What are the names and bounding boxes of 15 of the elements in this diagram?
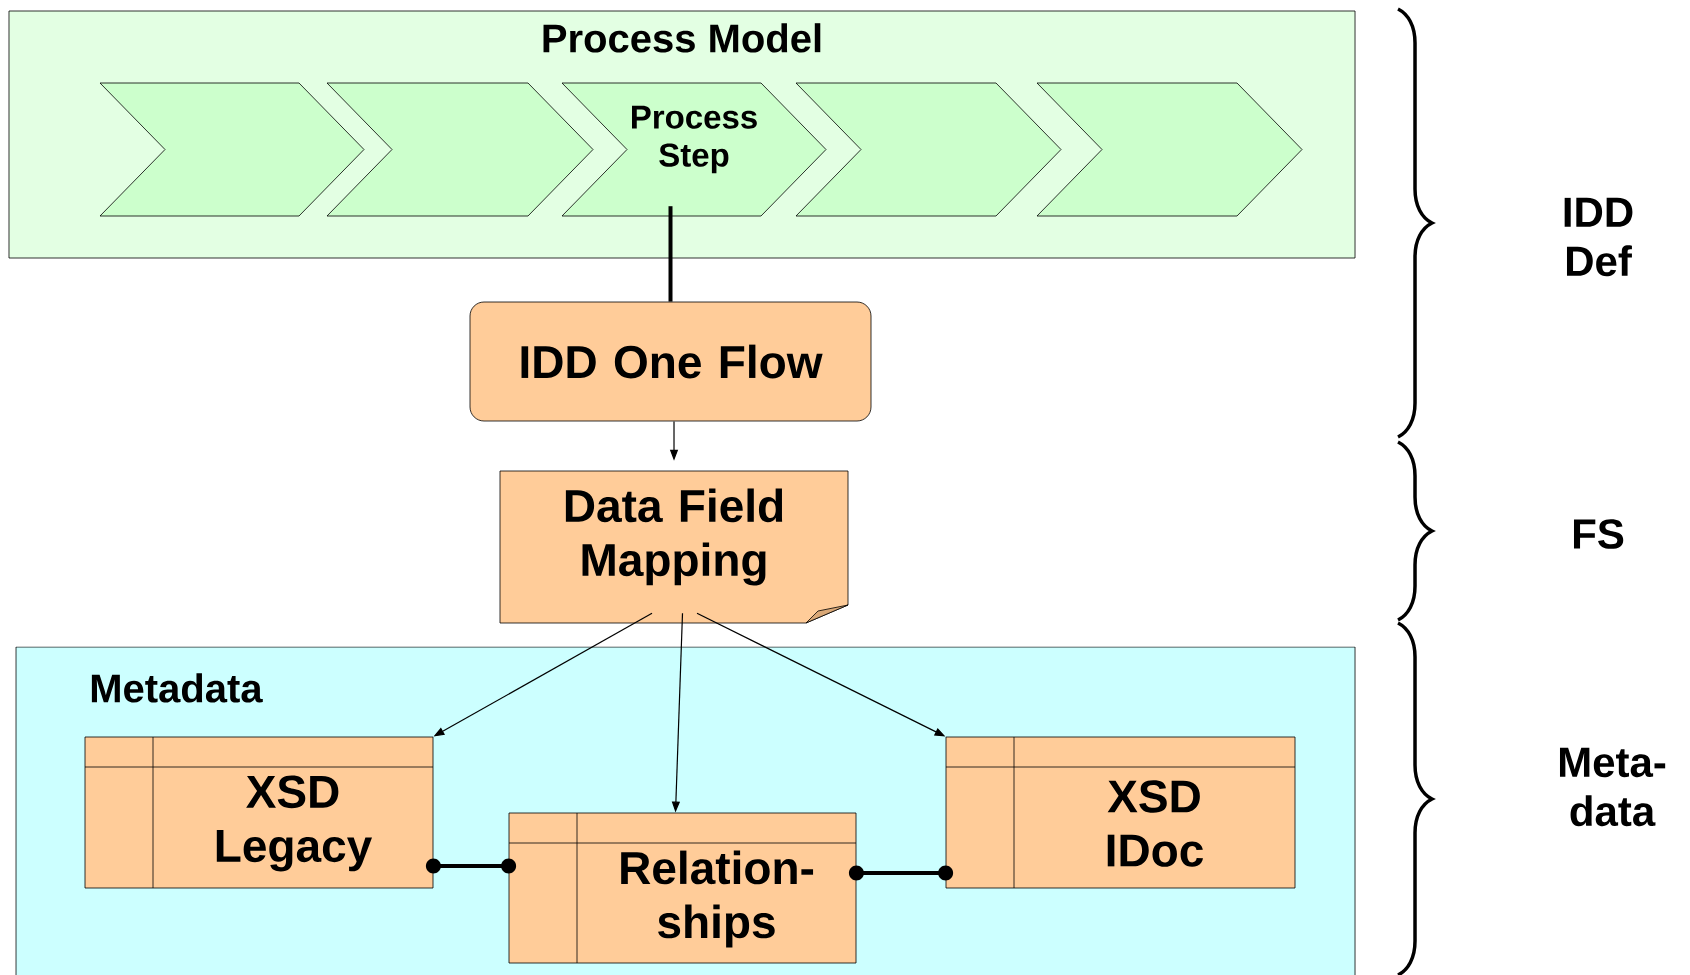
chevron-shape: [795, 82, 1062, 217]
section-label: Meta- data: [1560, 747, 1666, 827]
section-label: FS: [1574, 519, 1624, 549]
table-box: XSD Legacy: [84, 736, 434, 889]
table-box: Relation- ships: [508, 812, 857, 964]
process-box: IDD One Flow: [469, 301, 872, 422]
chevron-shape: [1036, 82, 1303, 217]
connector: [425, 858, 517, 874]
table-box: XSD IDoc: [945, 736, 1296, 889]
connector: [848, 865, 954, 881]
document-box: Data Field Mapping: [499, 470, 849, 624]
section-label: IDD Def: [1564, 197, 1633, 277]
chevron-shape: [326, 82, 594, 217]
connector: [668, 206, 673, 302]
chevron-shape: [99, 82, 365, 217]
